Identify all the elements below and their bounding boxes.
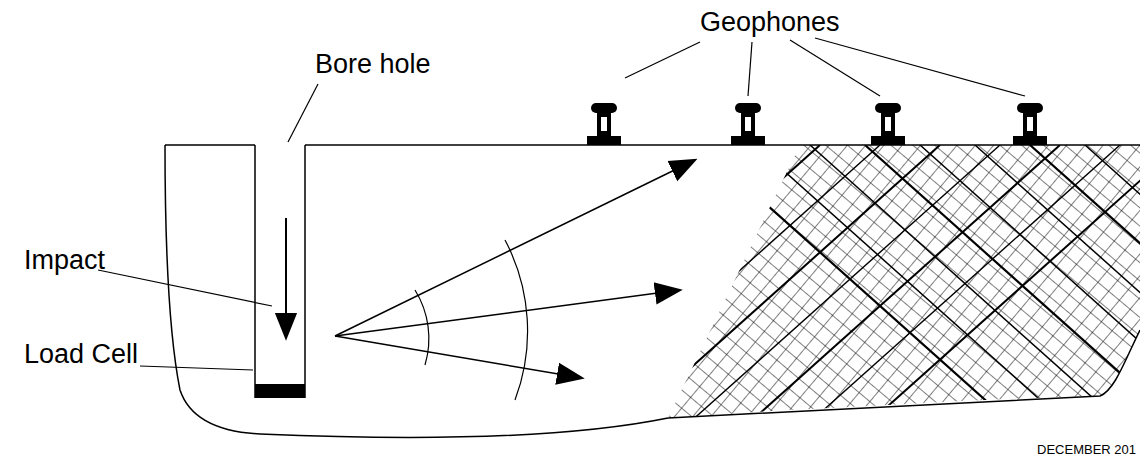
geophone-base bbox=[731, 136, 765, 145]
geophone bbox=[871, 103, 905, 145]
geophone-body bbox=[597, 112, 611, 138]
leader-line bbox=[98, 270, 272, 306]
rock-hatching bbox=[600, 140, 1140, 440]
load-cell-label: Load Cell bbox=[24, 340, 138, 370]
wave-ray bbox=[335, 160, 695, 336]
fracture-line bbox=[1030, 145, 1140, 440]
rock-fractures bbox=[490, 145, 1140, 440]
geophone bbox=[1013, 103, 1047, 145]
fracture-line bbox=[790, 145, 1120, 440]
leader-line bbox=[288, 84, 318, 142]
geophone bbox=[587, 103, 621, 145]
wavefront bbox=[415, 290, 429, 365]
geophone-cap bbox=[591, 103, 617, 113]
fracture-line bbox=[490, 145, 820, 440]
fracture-line bbox=[755, 145, 1085, 440]
leader-line bbox=[625, 42, 700, 78]
rock-outline bbox=[668, 330, 1140, 418]
geophone-slot bbox=[885, 117, 891, 131]
geophone-cap bbox=[1017, 103, 1043, 113]
geophone-body bbox=[741, 112, 755, 138]
fracture-line bbox=[920, 145, 1140, 440]
geophone-slot bbox=[745, 117, 751, 131]
fracture-line bbox=[550, 145, 880, 440]
leader-line bbox=[790, 40, 880, 96]
geophone-base bbox=[587, 136, 621, 145]
geophone-body bbox=[881, 112, 895, 138]
bore-hole-label: Bore hole bbox=[315, 50, 431, 80]
geophone-cap bbox=[875, 103, 901, 113]
impact-arrow bbox=[285, 218, 287, 338]
leader-lines bbox=[98, 38, 1025, 370]
geophone-slot bbox=[601, 117, 607, 131]
wave-ray bbox=[335, 336, 582, 378]
fracture-line bbox=[700, 145, 1030, 440]
bore-hole-walls bbox=[165, 145, 305, 398]
leader-line bbox=[140, 366, 253, 370]
impact-label: Impact bbox=[24, 246, 105, 276]
fracture-line bbox=[670, 145, 1000, 440]
wavefront bbox=[505, 240, 528, 400]
fracture-line bbox=[975, 145, 1140, 440]
geophone-body bbox=[1023, 112, 1037, 138]
wave-ray bbox=[335, 290, 680, 336]
geophone-base bbox=[1013, 136, 1047, 145]
leader-line bbox=[815, 38, 1025, 96]
leader-line bbox=[748, 42, 752, 96]
load-cell bbox=[255, 384, 305, 398]
geophone bbox=[731, 103, 765, 145]
fracture-line bbox=[730, 145, 1060, 440]
geophones bbox=[587, 103, 1047, 145]
geophone-base bbox=[871, 136, 905, 145]
ground-outline bbox=[165, 145, 668, 437]
date-label: DECEMBER 201 bbox=[1037, 443, 1136, 457]
geophone-cap bbox=[735, 103, 761, 113]
geophones-label: Geophones bbox=[700, 8, 840, 38]
geophone-slot bbox=[1027, 117, 1033, 131]
